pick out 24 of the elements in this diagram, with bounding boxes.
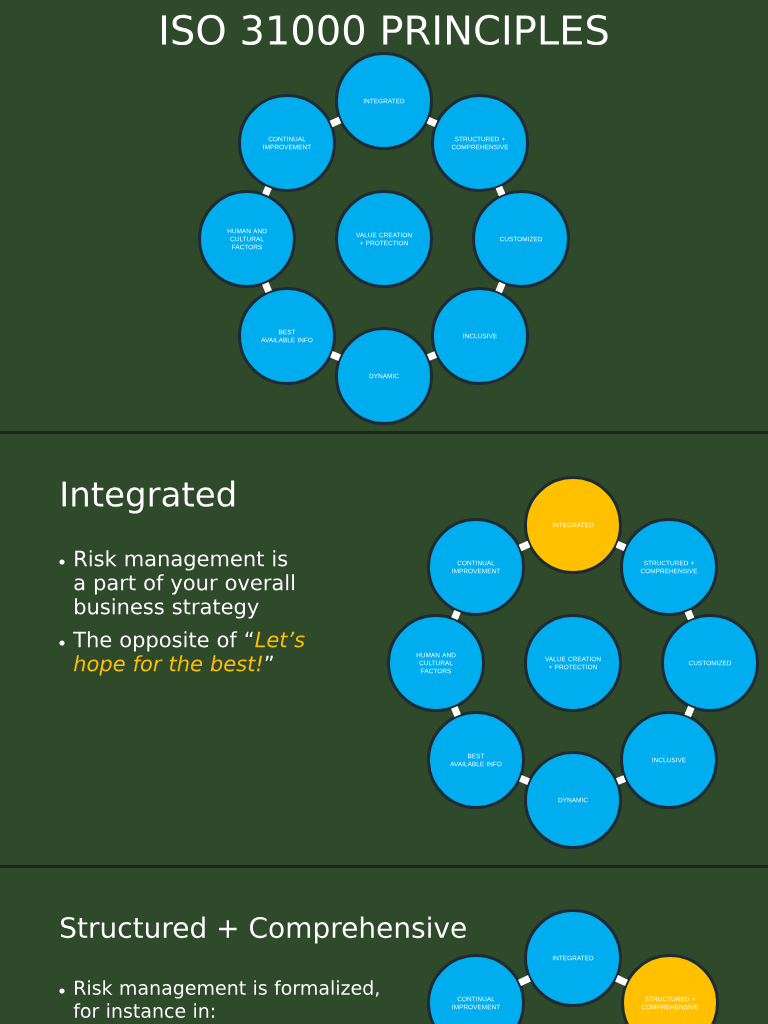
connector bbox=[518, 540, 531, 552]
slide-heading: Structured + Comprehensive bbox=[61, 916, 466, 944]
connector bbox=[426, 117, 438, 127]
connector bbox=[451, 609, 461, 621]
bullet-text: Risk management is a part of your overall business strategy bbox=[74, 550, 294, 619]
connector bbox=[519, 775, 530, 785]
connector bbox=[451, 706, 461, 717]
connector bbox=[615, 775, 627, 785]
connector bbox=[262, 282, 272, 293]
connector bbox=[426, 351, 438, 361]
connector bbox=[495, 185, 506, 197]
connector bbox=[495, 281, 506, 294]
bullet-text: The opposite of “Let’s hope for the best! ” bbox=[73, 631, 305, 676]
slide-heading: Integrated bbox=[62, 480, 235, 514]
connector bbox=[518, 975, 531, 986]
connector bbox=[330, 351, 341, 361]
connector bbox=[684, 609, 695, 621]
connector bbox=[262, 185, 272, 197]
connector bbox=[615, 975, 628, 986]
connector bbox=[684, 705, 695, 718]
slide-title: ISO 31000 PRINCIPLES bbox=[162, 14, 608, 46]
bullet-text: Risk management is formalized, for instance in: bbox=[73, 980, 379, 1018]
connector bbox=[615, 541, 627, 551]
connector bbox=[329, 116, 342, 128]
